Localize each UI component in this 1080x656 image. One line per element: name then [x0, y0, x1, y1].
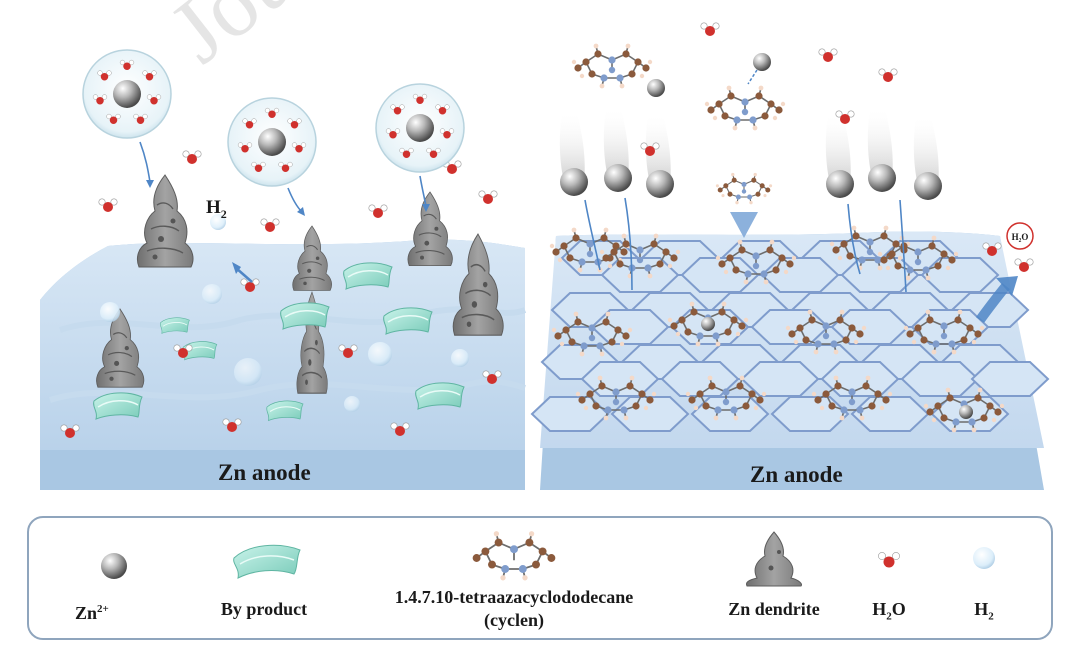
h2-label: H2 — [206, 197, 227, 221]
legend-dendrite: Zn dendrite — [709, 518, 839, 638]
legend-dendrite-label: Zn dendrite — [728, 599, 820, 619]
legend-byproduct: By product — [194, 518, 334, 638]
legend-byproduct-label: By product — [220, 599, 308, 619]
legend-hydrogen-label: H2 — [974, 599, 994, 623]
zn-ion-icon — [101, 553, 127, 579]
water-molecule-icon — [878, 552, 900, 568]
cyclen-icon — [472, 531, 556, 581]
left-anode-label: Zn anode — [218, 460, 311, 485]
h2o-badge-text: H₂O — [1012, 232, 1029, 242]
zn-dendrite-icon — [746, 531, 802, 587]
dendrite-icon — [136, 174, 194, 268]
legend-cyclen-label-line2: (cyclen) — [484, 610, 544, 630]
left-panel-bare-zn — [40, 50, 527, 490]
legend: Zn2+ By product — [27, 516, 1053, 640]
legend-hydrogen: H2 — [949, 518, 1019, 638]
right-anode-label: Zn anode — [750, 462, 843, 487]
byproduct-icon — [233, 544, 301, 579]
legend-cyclen: 1.4.7.10-tetraazacyclododecane (cyclen) — [349, 518, 679, 638]
legend-cyclen-label-line1: 1.4.7.10-tetraazacyclododecane — [394, 587, 634, 607]
legend-zn-ion: Zn2+ — [69, 518, 159, 638]
right-panel-cyclen-zn: H₂O — [531, 22, 1049, 491]
legend-water: H2O — [849, 518, 929, 638]
legend-zn-label: Zn2+ — [75, 603, 109, 623]
illustration: H₂O — [40, 22, 1049, 491]
legend-water-label: H2O — [872, 599, 906, 623]
h2-bubble-icon — [973, 547, 995, 569]
